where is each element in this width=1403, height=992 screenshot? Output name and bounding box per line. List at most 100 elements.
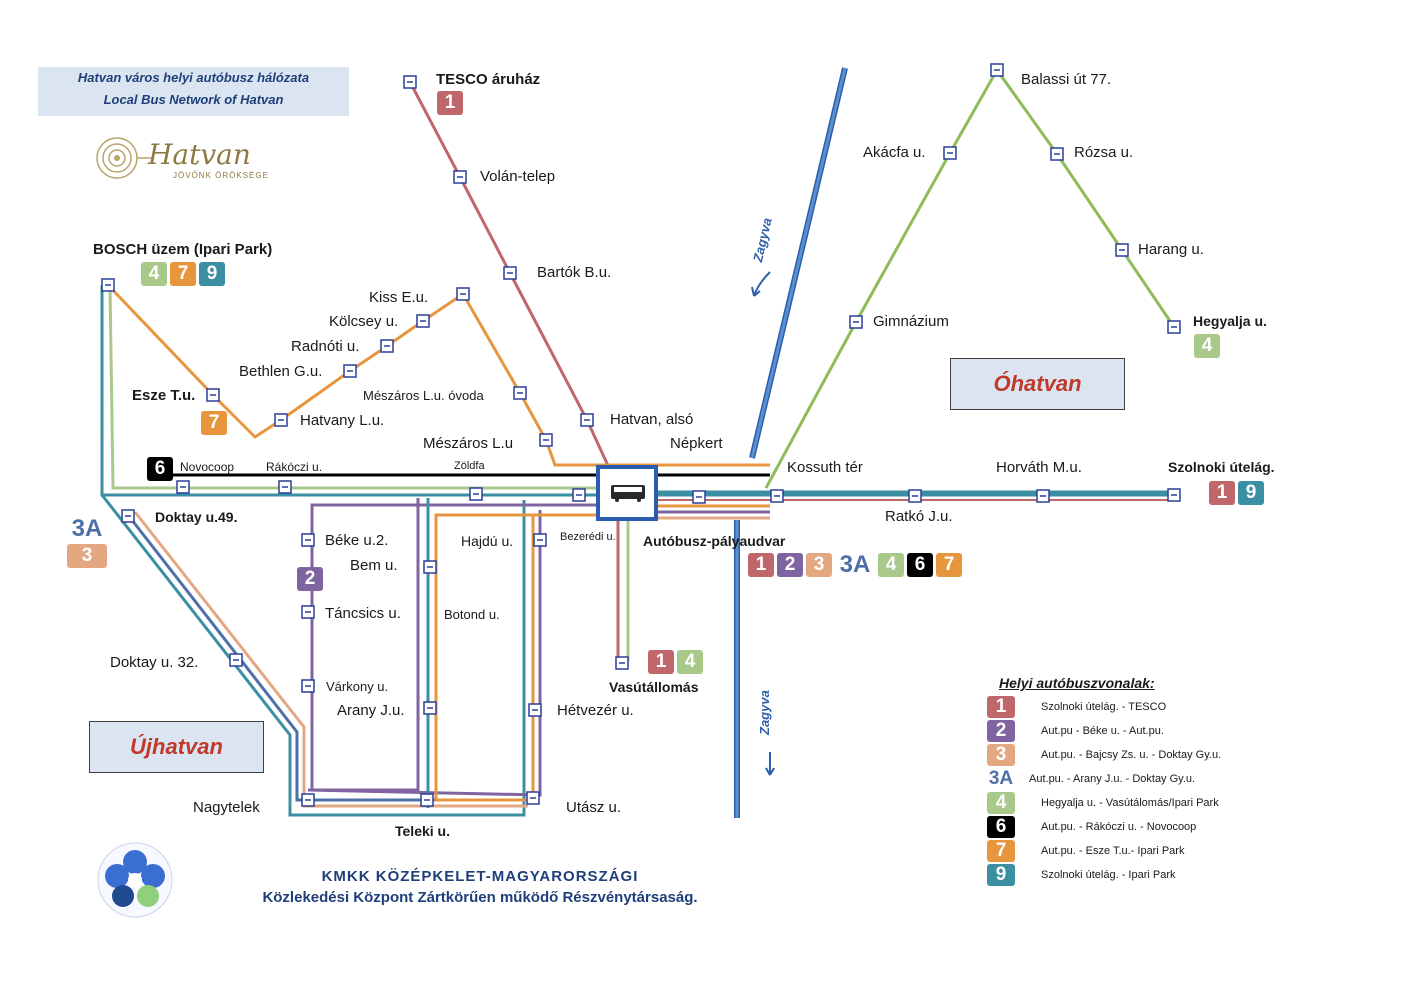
stop-zoldfa[interactable]: Zöldfa	[454, 460, 485, 472]
route-badge-7: 7	[201, 411, 227, 435]
legend-item-label: Aut.pu - Béke u. - Aut.pu.	[1041, 725, 1164, 737]
stop-varkony[interactable]: Várkony u.	[326, 679, 389, 694]
stop-szolnoki[interactable]: Szolnoki útelág.	[1168, 459, 1275, 475]
route-badge-2: 2	[297, 567, 323, 591]
stop-teleki[interactable]: Teleki u.	[395, 823, 450, 839]
route-badge-4: 4	[987, 792, 1015, 814]
legend-item: 2 Aut.pu - Béke u. - Aut.pu.	[987, 719, 1307, 743]
stop-bethlen[interactable]: Bethlen G.u.	[239, 363, 323, 380]
stop-kolcsey[interactable]: Kölcsey u.	[329, 313, 399, 330]
stop-meszaros[interactable]: Mészáros L.u	[423, 435, 514, 452]
stop-tancsics[interactable]: Táncsics u.	[325, 605, 401, 622]
legend-item-label: Aut.pu. - Esze T.u.- Ipari Park	[1041, 845, 1185, 857]
badges-esze: 7	[201, 411, 227, 435]
route-badge-6: 6	[907, 553, 933, 577]
stop-palyaudvar[interactable]: Autóbusz-pályaudvar	[643, 533, 786, 549]
footer-company-full: Közlekedési Központ Zártkörűen működő Ré…	[262, 889, 698, 906]
stop-vasutallomas[interactable]: Vasútállomás	[609, 679, 699, 695]
stop-markers	[101, 63, 1181, 807]
stop-beke[interactable]: Béke u.2.	[325, 532, 389, 549]
legend-item: 9 Szolnoki útelág. - Ipari Park	[987, 863, 1307, 887]
stop-kiss[interactable]: Kiss E.u.	[369, 289, 429, 306]
zagyva-river-north-inner	[750, 67, 847, 459]
stop-utasz[interactable]: Utász u.	[566, 799, 622, 816]
stop-rozsa[interactable]: Rózsa u.	[1074, 144, 1134, 161]
stop-nagytelek[interactable]: Nagytelek	[193, 799, 260, 816]
stop-bosch[interactable]: BOSCH üzem (Ipari Park)	[93, 241, 273, 258]
route-badge-3: 3	[67, 544, 107, 568]
hatvan-logo-text: Hatvan	[148, 138, 251, 171]
stop-hajdu[interactable]: Hajdú u.	[461, 533, 514, 549]
stop-hegyalja[interactable]: Hegyalja u.	[1193, 313, 1267, 329]
river-flow-arrow-icon	[765, 752, 775, 776]
legend-item-label: Aut.pu. - Arany J.u. - Doktay Gy.u.	[1029, 773, 1196, 785]
stop-ratko[interactable]: Ratkó J.u.	[885, 508, 953, 525]
badges-tesco: 1	[437, 91, 463, 115]
stop-esze[interactable]: Esze T.u.	[132, 387, 196, 404]
stop-horvath[interactable]: Horváth M.u.	[996, 459, 1082, 476]
route-badge-1: 1	[1209, 481, 1235, 505]
river-label-south: Zagyva	[757, 690, 772, 735]
route-line-7-south	[434, 513, 600, 802]
stop-volan[interactable]: Volán-telep	[480, 168, 556, 185]
stop-doktay49[interactable]: Doktay u.49.	[155, 509, 238, 525]
route-line-4-west	[108, 284, 600, 490]
stop-harang[interactable]: Harang u.	[1138, 241, 1204, 258]
route-badge-1: 1	[987, 696, 1015, 718]
route-badge-9: 9	[1238, 481, 1264, 505]
stop-balassi[interactable]: Balassi út 77.	[1021, 71, 1112, 88]
stop-gimnazium[interactable]: Gimnázium	[873, 313, 949, 330]
map-title-box: Hatvan város helyi autóbusz hálózata Loc…	[38, 67, 349, 116]
legend-title: Helyi autóbuszvonalak:	[999, 675, 1155, 691]
legend-item-label: Hegyalja u. - Vasútálomás/Ipari Park	[1041, 797, 1219, 809]
legend-item-label: Aut.pu. - Rákóczi u. - Novocoop	[1041, 821, 1197, 833]
route-badge-3: 3	[987, 744, 1015, 766]
stop-nepkert[interactable]: Népkert	[670, 435, 723, 452]
route-badge-9: 9	[199, 262, 225, 286]
route-badge-3a: 3A	[988, 768, 1014, 789]
district-ohatvan: Óhatvan	[950, 358, 1125, 410]
route-badge-9: 9	[987, 864, 1015, 886]
map-subtitle: Local Bus Network of Hatvan	[103, 92, 284, 107]
stop-radnoti[interactable]: Radnóti u.	[291, 338, 360, 355]
stop-rakoczi[interactable]: Rákóczi u.	[266, 460, 323, 474]
route-badge-2: 2	[987, 720, 1015, 742]
stop-meszaros-ovoda[interactable]: Mészáros L.u. óvoda	[363, 388, 484, 403]
route-line-2b	[307, 510, 542, 797]
stop-novocoop[interactable]: Novocoop	[180, 460, 235, 474]
footer: KMKK KÖZÉPKELET-MAGYARORSZÁGI Közlekedés…	[200, 868, 760, 906]
stop-botond[interactable]: Botond u.	[444, 607, 500, 622]
stop-arany[interactable]: Arany J.u.	[337, 702, 405, 719]
stop-hatvan-also[interactable]: Hatvan, alsó	[610, 411, 694, 428]
legend-item: 4 Hegyalja u. - Vasútálomás/Ipari Park	[987, 791, 1307, 815]
stop-hetvezer[interactable]: Hétvezér u.	[557, 702, 634, 719]
legend-rows: 1 Szolnoki útelág. - TESCO 2 Aut.pu - Béke …	[987, 695, 1307, 887]
route-badge-1: 1	[648, 650, 674, 674]
route-badge-4: 4	[1194, 334, 1220, 358]
stop-bartok[interactable]: Bartók B.u.	[537, 264, 612, 281]
legend-item-label: Szolnoki útelág. - TESCO	[1041, 701, 1167, 713]
kmkk-logo	[97, 842, 173, 918]
route-badge-3a: 3A	[71, 515, 103, 542]
route-badge-3a: 3A	[839, 551, 871, 578]
stop-doktay32[interactable]: Doktay u. 32.	[110, 654, 199, 671]
legend-item-label: Szolnoki útelág. - Ipari Park	[1041, 869, 1176, 881]
stop-akacfa[interactable]: Akácfa u.	[863, 144, 926, 161]
hatvan-logo	[96, 137, 152, 179]
stop-tesco[interactable]: TESCO áruház	[436, 71, 541, 88]
route-badge-1: 1	[748, 553, 774, 577]
stop-kossuth[interactable]: Kossuth tér	[787, 459, 863, 476]
stop-bem[interactable]: Bem u.	[350, 557, 398, 574]
route-badge-4: 4	[677, 650, 703, 674]
river-flow-arrow-icon	[751, 271, 771, 297]
stop-bezeredi[interactable]: Bezerédi u.	[560, 531, 616, 543]
district-ujhatvan: Újhatvan	[89, 721, 264, 773]
stop-hatvany[interactable]: Hatvany L.u.	[300, 412, 385, 429]
